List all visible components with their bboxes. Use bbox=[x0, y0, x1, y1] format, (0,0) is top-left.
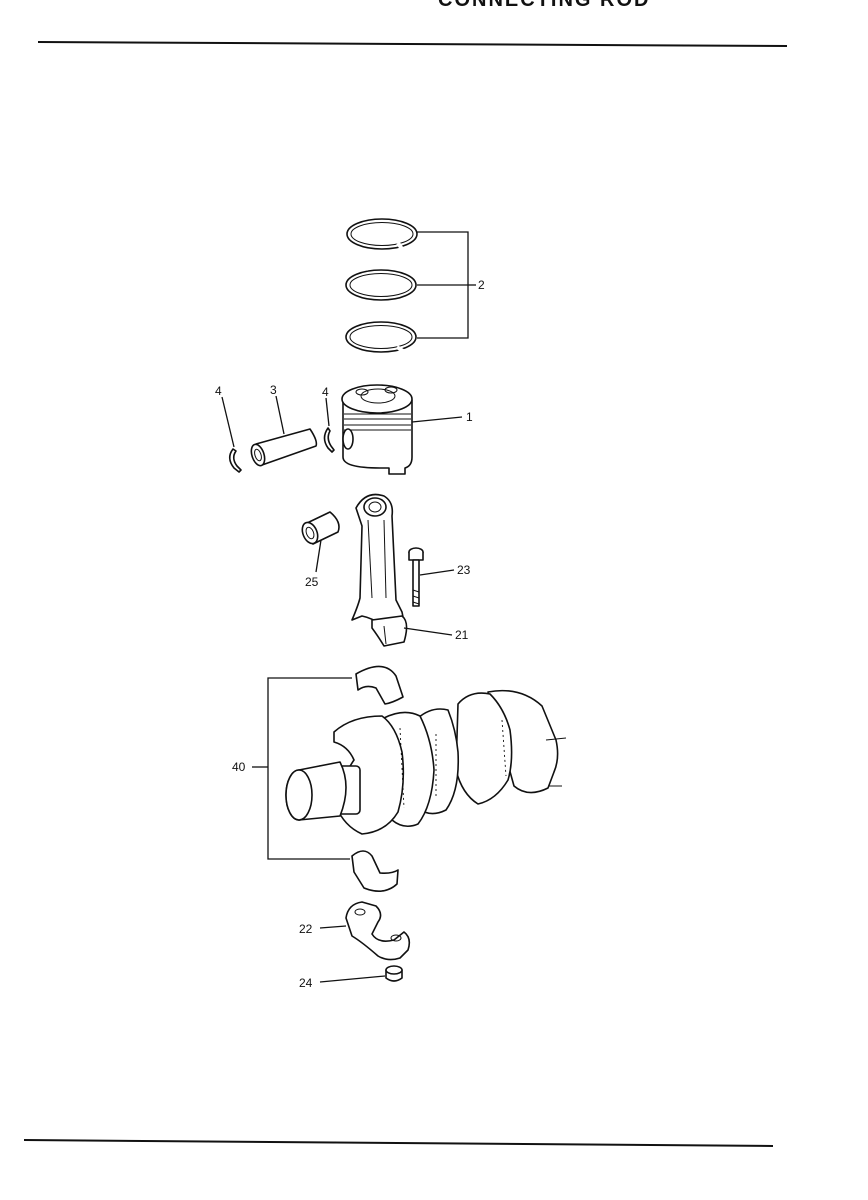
snap-ring-right: 4 bbox=[322, 385, 335, 453]
callout-2: 2 bbox=[478, 278, 485, 292]
rod-bolt: 23 bbox=[408, 547, 471, 607]
callout-1: 1 bbox=[466, 410, 473, 424]
piston-ring-1 bbox=[346, 218, 418, 251]
bearing-lower bbox=[351, 850, 399, 892]
callout-4-left: 4 bbox=[215, 384, 222, 398]
footer-rule bbox=[23, 1139, 774, 1147]
connecting-rod: 21 bbox=[351, 493, 469, 647]
callout-24: 24 bbox=[299, 976, 313, 990]
page-header: CONNECTING ROD bbox=[438, 0, 650, 11]
piston: 1 bbox=[341, 384, 473, 475]
crankshaft bbox=[285, 689, 567, 835]
piston-ring-3 bbox=[345, 321, 417, 353]
callout-22: 22 bbox=[299, 922, 313, 936]
callout-4-right: 4 bbox=[322, 385, 329, 399]
bushing: 25 bbox=[301, 511, 340, 589]
rod-cap: 22 bbox=[299, 901, 411, 961]
bearing-shells: 40 bbox=[232, 665, 404, 892]
piston-rings: 2 bbox=[345, 218, 485, 353]
callout-21: 21 bbox=[455, 628, 469, 642]
callout-25: 25 bbox=[305, 575, 319, 589]
callout-23: 23 bbox=[457, 563, 471, 577]
callout-40: 40 bbox=[232, 760, 246, 774]
bearing-upper bbox=[355, 665, 404, 705]
callout-3: 3 bbox=[270, 383, 277, 397]
snap-ring-left: 4 bbox=[215, 384, 242, 473]
rod-nut: 24 bbox=[299, 965, 403, 990]
piston-pin: 3 bbox=[250, 383, 318, 467]
header-rule bbox=[37, 41, 788, 47]
piston-ring-2 bbox=[345, 264, 417, 301]
